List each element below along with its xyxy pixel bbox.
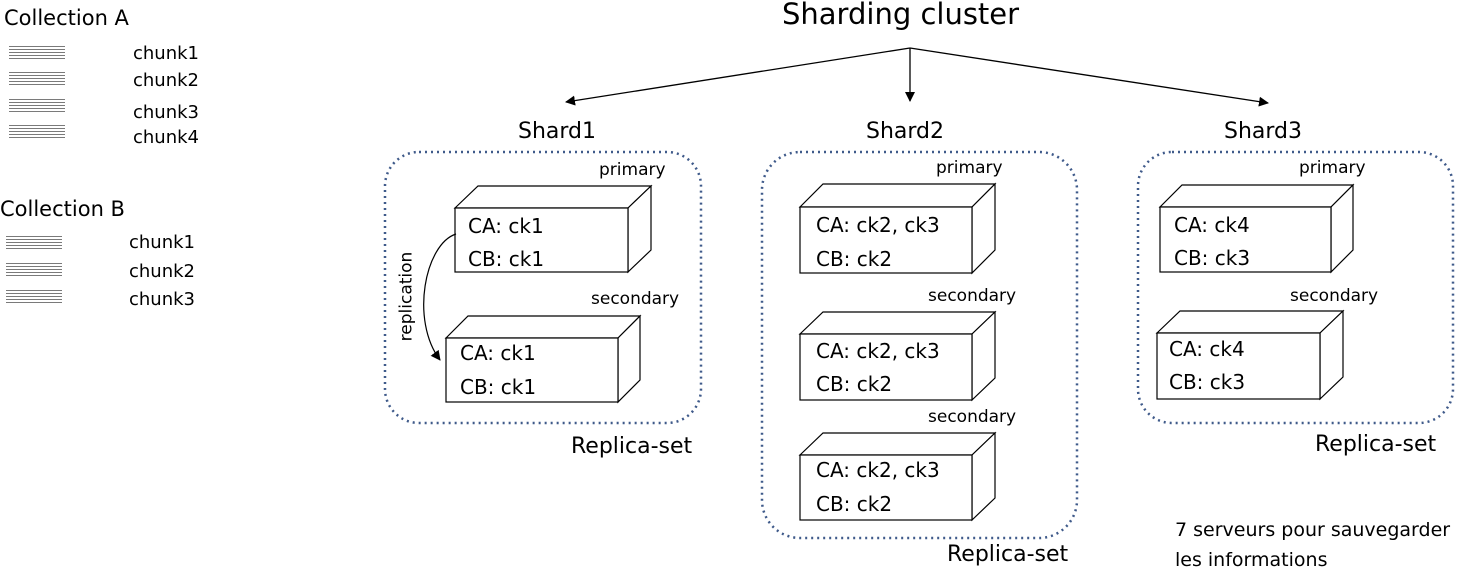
shard2-secondary-1-line2: CB: ck2 xyxy=(816,372,893,396)
cluster-arrows xyxy=(565,47,1269,107)
replication-label: replication xyxy=(396,251,417,342)
shard2-replica-set-label: Replica-set xyxy=(947,542,1069,567)
server-box-shard3-secondary xyxy=(1155,309,1345,401)
server-box-shard2-secondary-2 xyxy=(798,431,997,522)
collection-b-chunk1-label: chunk1 xyxy=(129,232,195,253)
collection-a-chunk4-stripes xyxy=(9,125,65,140)
collection-b-chunk1-stripes xyxy=(6,236,62,251)
collection-a-title: Collection A xyxy=(4,6,129,30)
arrow-to-shard1 xyxy=(565,47,911,106)
shard2-primary-line1: CA: ck2, ck3 xyxy=(816,213,940,237)
shard1-secondary-line1: CA: ck1 xyxy=(460,341,536,365)
server-box-shard1-primary xyxy=(453,184,653,274)
shard3-secondary-role: secondary xyxy=(1290,286,1379,306)
shard1-primary-line2: CB: ck1 xyxy=(468,247,545,271)
collection-a-chunk4-label: chunk4 xyxy=(133,127,199,148)
collection-b-chunk3-label: chunk3 xyxy=(129,289,195,310)
shard3-primary-role: primary xyxy=(1299,158,1366,178)
shard2-primary-role: primary xyxy=(936,158,1003,178)
shard3-primary-line1: CA: ck4 xyxy=(1174,213,1250,237)
shard2-secondary-2-role: secondary xyxy=(928,407,1017,427)
arrow-to-shard3 xyxy=(909,47,1269,107)
replica-set-border-shard2 xyxy=(760,150,1079,540)
server-box-shard3-primary xyxy=(1158,183,1355,274)
server-box-shard2-primary xyxy=(798,182,997,275)
shard1-primary-role: primary xyxy=(599,160,666,180)
shard2-secondary-2-line2: CB: ck2 xyxy=(816,492,893,516)
replica-set-border-shard1 xyxy=(383,150,703,425)
collection-b-chunk2-label: chunk2 xyxy=(129,261,195,282)
shard2-secondary-1-role: secondary xyxy=(928,286,1017,306)
shard2-title: Shard2 xyxy=(866,119,945,144)
shard1-secondary-role: secondary xyxy=(591,289,680,309)
server-box-shard1-secondary xyxy=(444,314,642,404)
shard3-replica-set-label: Replica-set xyxy=(1315,432,1437,457)
shard1-replica-set-label: Replica-set xyxy=(571,434,693,459)
collection-a-chunk1-stripes xyxy=(9,46,65,61)
shard2-secondary-2-line1: CA: ck2, ck3 xyxy=(816,458,940,482)
shard1-secondary-line2: CB: ck1 xyxy=(460,375,537,399)
servers-note-line2: les informations xyxy=(1175,549,1328,571)
collection-b-chunk3-stripes xyxy=(6,290,62,305)
servers-note-line1: 7 serveurs pour sauvegarder xyxy=(1175,519,1451,541)
shard3-secondary-line1: CA: ck4 xyxy=(1169,337,1245,361)
collection-a-chunk2-label: chunk2 xyxy=(133,70,199,91)
collection-b-title: Collection B xyxy=(0,197,125,221)
shard2-secondary-1-line1: CA: ck2, ck3 xyxy=(816,339,940,363)
collection-a-chunk3-label: chunk3 xyxy=(133,102,199,123)
collection-a-chunk3-stripes xyxy=(9,99,65,114)
shard1-title: Shard1 xyxy=(518,119,597,144)
collection-a-chunk2-stripes xyxy=(9,72,65,87)
diagram-title: Sharding cluster xyxy=(782,0,1020,31)
shard1-primary-line1: CA: ck1 xyxy=(468,214,544,238)
shard3-secondary-line2: CB: ck3 xyxy=(1169,370,1246,394)
server-box-shard2-secondary-1 xyxy=(798,310,997,402)
collection-b-chunk2-stripes xyxy=(6,263,62,278)
shard3-primary-line2: CB: ck3 xyxy=(1174,246,1251,270)
collection-a-chunk1-label: chunk1 xyxy=(133,43,199,64)
shard3-title: Shard3 xyxy=(1224,119,1303,144)
replication-arrow xyxy=(423,233,457,361)
shard2-primary-line2: CB: ck2 xyxy=(816,247,893,271)
